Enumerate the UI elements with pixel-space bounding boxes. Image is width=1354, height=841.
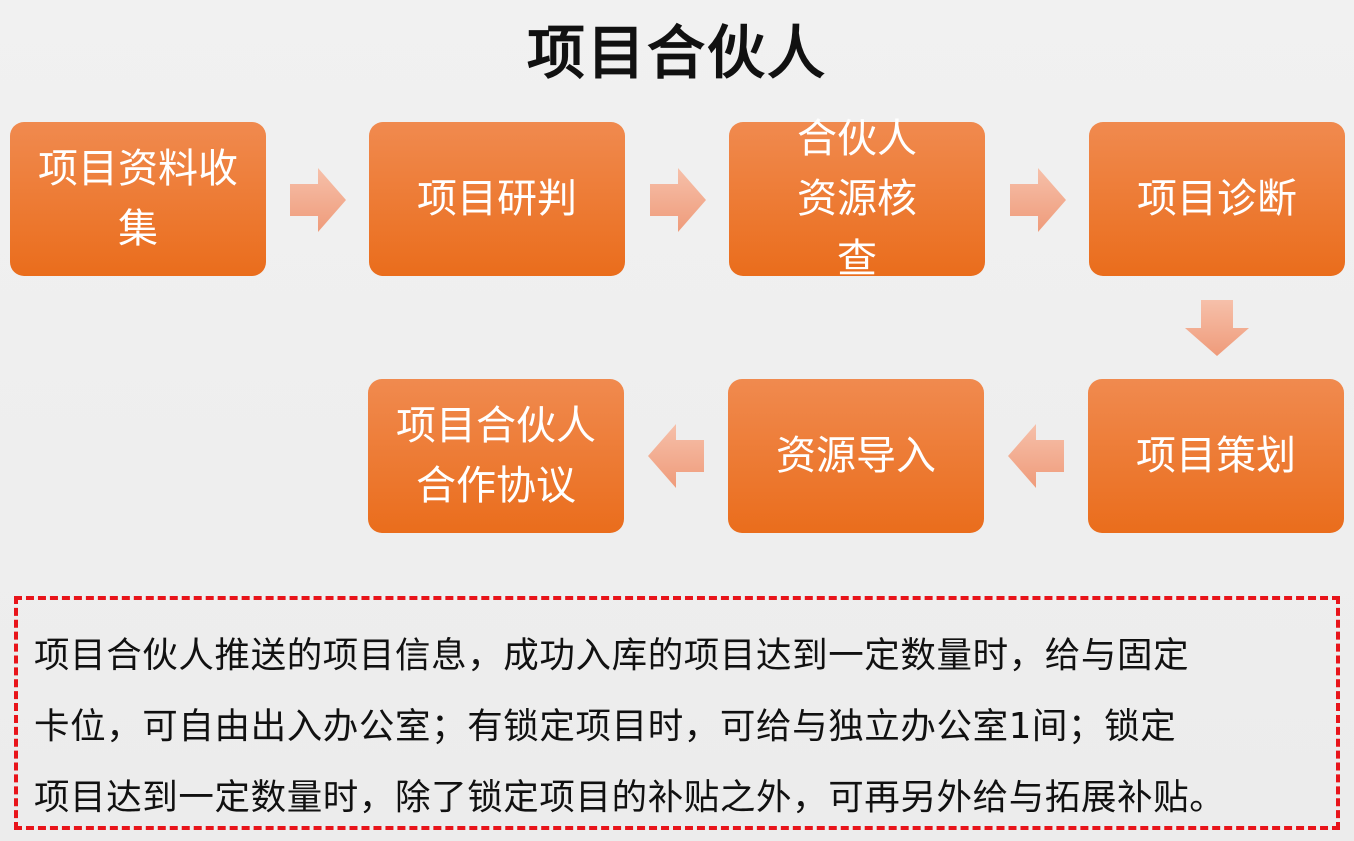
step-plan: 项目策划 <box>1088 379 1344 533</box>
arrow-left-icon <box>648 424 704 488</box>
arrow-right-icon <box>290 168 346 232</box>
step-evaluate: 项目研判 <box>369 122 625 276</box>
arrow-down-icon <box>1185 300 1249 356</box>
step-agreement: 项目合伙人合作协议 <box>368 379 624 533</box>
note-line: 卡位，可自由出入办公室；有锁定项目时，可给与独立办公室1间；锁定 <box>34 706 1177 747</box>
arrow-right-icon <box>1010 168 1066 232</box>
step-collect-info: 项目资料收集 <box>10 122 266 276</box>
page-title: 项目合伙人 <box>526 19 827 87</box>
step-diagnose: 项目诊断 <box>1089 122 1345 276</box>
note-line: 项目合伙人推送的项目信息，成功入库的项目达到一定数量时，给与固定 <box>34 635 1190 676</box>
arrow-left-icon <box>1008 424 1064 488</box>
step-resource-check: 合伙人资源核查 <box>729 116 985 282</box>
partner-benefits-note: 项目合伙人推送的项目信息，成功入库的项目达到一定数量时，给与固定 卡位，可自由出… <box>14 596 1340 830</box>
note-line: 项目达到一定数量时，除了锁定项目的补贴之外，可再另外给与拓展补贴。 <box>34 777 1226 818</box>
step-resource-import: 资源导入 <box>728 379 984 533</box>
arrow-right-icon <box>650 168 706 232</box>
